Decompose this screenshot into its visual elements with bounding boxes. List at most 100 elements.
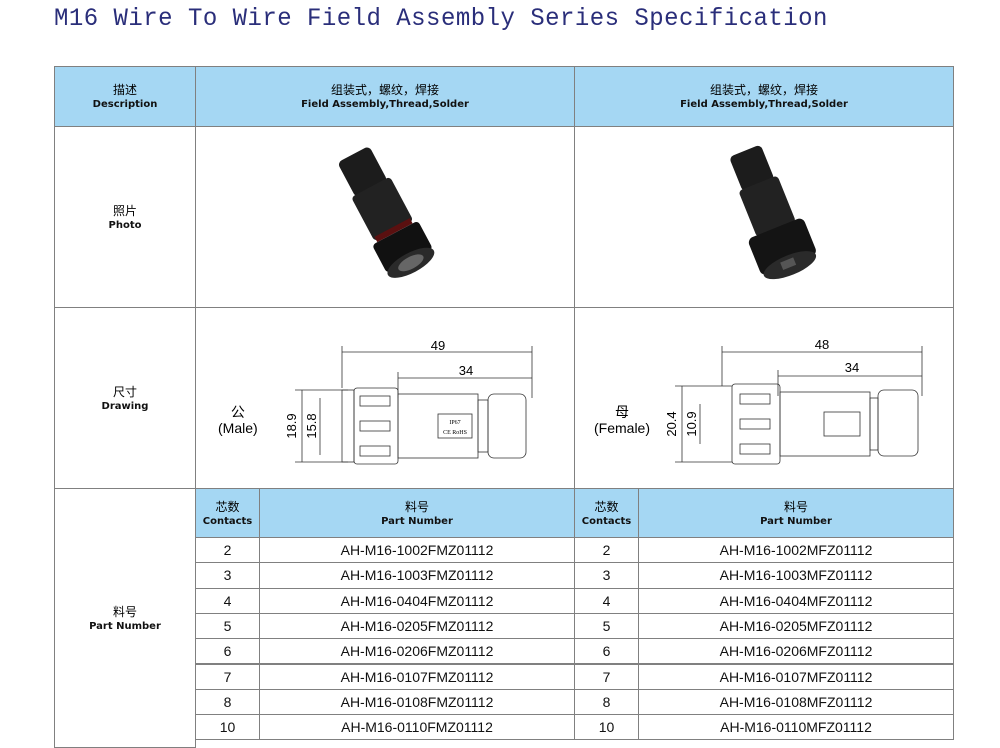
contacts-value: 4: [223, 592, 232, 609]
female-cn: 母: [615, 404, 629, 420]
pn-en: Part Number: [381, 515, 453, 527]
male-label: 公(Male): [218, 404, 258, 436]
male-table-cell: AH-M16-1002FMZ01112: [259, 537, 575, 564]
header-desc-en: Description: [92, 99, 158, 110]
male-table-cell: AH-M16-0206FMZ01112: [259, 638, 575, 665]
male-length-total: 49: [431, 338, 445, 353]
drawing-en: Drawing: [101, 400, 149, 412]
female-table-cell: 4: [574, 587, 639, 614]
male-table-cell: 2: [195, 537, 260, 564]
male-table-cell: 8: [195, 688, 260, 716]
male-table-cell: AH-M16-0110FMZ01112: [259, 714, 575, 741]
male-table-cell: AH-M16-0107FMZ01112: [259, 663, 575, 690]
part-number-value: AH-M16-0205MFZ01112: [719, 618, 873, 635]
part-number-value: AH-M16-0107FMZ01112: [340, 668, 494, 685]
photo-cn: 照片: [112, 203, 137, 218]
contacts-value: 10: [598, 719, 615, 736]
male-en: (Male): [218, 420, 258, 436]
contacts-cn: 芯数: [594, 499, 619, 514]
photo-label: 照片 Photo: [54, 126, 196, 308]
part-en: Part Number: [89, 620, 161, 632]
part-number-value: AH-M16-0205FMZ01112: [340, 618, 494, 635]
female-table-cell: AH-M16-1003MFZ01112: [638, 562, 954, 589]
part-number-value: AH-M16-0110MFZ01112: [720, 719, 872, 736]
contacts-value: 4: [602, 592, 611, 609]
male-cn: 公: [230, 404, 245, 420]
page-title: M16 Wire To Wire Field Assembly Series S…: [54, 4, 828, 33]
drawing-cn: 尺寸: [112, 384, 137, 399]
contacts-value: 3: [602, 567, 611, 584]
header-description: 描述 Description: [54, 66, 196, 127]
female-table-cell: AH-M16-0404MFZ01112: [638, 587, 954, 614]
contacts-value: 6: [602, 643, 611, 660]
female-table-cell: AH-M16-0206MFZ01112: [638, 638, 954, 665]
female-table-cell: 10: [574, 714, 639, 741]
female-table-cell: 2: [574, 537, 639, 564]
contacts-value: 2: [602, 542, 611, 559]
part-number-value: AH-M16-0108FMZ01112: [340, 693, 494, 710]
male-marking-ce: CE RoHS: [443, 430, 467, 436]
part-number-value: AH-M16-1002FMZ01112: [340, 542, 494, 559]
female-table-cell: 6: [574, 638, 639, 665]
contacts-value: 6: [223, 643, 232, 660]
male-table-cell: AH-M16-0108FMZ01112: [259, 688, 575, 716]
contacts-value: 8: [223, 693, 232, 710]
male-drawing-cell: [195, 307, 575, 489]
part-number-value: AH-M16-1003MFZ01112: [719, 567, 873, 584]
contacts-cn: 芯数: [215, 499, 240, 514]
contacts-value: 5: [223, 618, 232, 635]
male-table-cell: AH-M16-0404FMZ01112: [259, 587, 575, 614]
photo-en: Photo: [108, 219, 142, 231]
header-male-cn: 组装式，螺纹，焊接: [330, 83, 439, 97]
male-table-cell: 5: [195, 612, 260, 640]
female-table-cell: 5: [574, 612, 639, 640]
part-number-value: AH-M16-0206FMZ01112: [340, 643, 494, 660]
female-connector-photo: [730, 145, 817, 280]
contacts-value: 7: [223, 668, 232, 685]
drawing-label: 尺寸 Drawing: [54, 307, 196, 489]
male-table-cell: 7: [195, 663, 260, 690]
pn-cn: 料号: [404, 499, 429, 514]
female-diameter-outer: 20.4: [664, 411, 679, 436]
female-table-cell: 8: [574, 688, 639, 716]
part-number-value: AH-M16-0404MFZ01112: [719, 592, 873, 609]
male-table-cell: AH-M16-1003FMZ01112: [259, 562, 575, 589]
female-dimension-drawing: 48 34 20.4 10.9: [664, 337, 923, 465]
part-number-value: AH-M16-0110FMZ01112: [341, 719, 493, 736]
female-table-cell: AH-M16-0205MFZ01112: [638, 612, 954, 640]
female-table-cell: AH-M16-0108MFZ01112: [638, 688, 954, 716]
header-female: 组装式，螺纹，焊接 Field Assembly,Thread,Solder: [574, 66, 954, 127]
part-number-value: AH-M16-1002MFZ01112: [719, 542, 873, 559]
contacts-value: 2: [223, 542, 232, 559]
contacts-value: 3: [223, 567, 232, 584]
female-table-cell: 7: [574, 663, 639, 690]
female-table-cell: AH-M16-0107MFZ01112: [638, 663, 954, 690]
female-diameter-inner: 10.9: [684, 411, 699, 436]
part-number-value: AH-M16-0206MFZ01112: [719, 643, 873, 660]
male-diameter-outer: 18.9: [284, 413, 299, 438]
male-diameter-inner: 15.8: [304, 413, 319, 438]
female-drawing-cell: [574, 307, 954, 489]
part-number-value: AH-M16-1003FMZ01112: [340, 567, 494, 584]
female-table-cell: 3: [574, 562, 639, 589]
pn-en: Part Number: [760, 515, 832, 527]
part-number-value: AH-M16-0107MFZ01112: [719, 668, 873, 685]
female-table-cell: AH-M16-0110MFZ01112: [638, 714, 954, 741]
pn-cn: 料号: [783, 499, 808, 514]
male-length-body: 34: [459, 363, 473, 378]
female-en: (Female): [594, 420, 651, 436]
part-number-label: 料号 Part Number: [54, 488, 196, 748]
contacts-en: Contacts: [581, 515, 632, 527]
part-cn: 料号: [112, 604, 137, 619]
male-table-cell: AH-M16-0205FMZ01112: [259, 612, 575, 640]
female-label: 母(Female): [594, 404, 650, 436]
contacts-value: 8: [602, 693, 611, 710]
header-female-cn: 组装式，螺纹，焊接: [709, 83, 818, 97]
male-table-cell: 6: [195, 638, 260, 665]
part-number-value: AH-M16-0108MFZ01112: [719, 693, 873, 710]
male-connector-photo: [339, 147, 435, 278]
header-male: 组装式，螺纹，焊接 Field Assembly,Thread,Solder: [195, 66, 575, 127]
female-table-cell: AH-M16-1002MFZ01112: [638, 537, 954, 564]
